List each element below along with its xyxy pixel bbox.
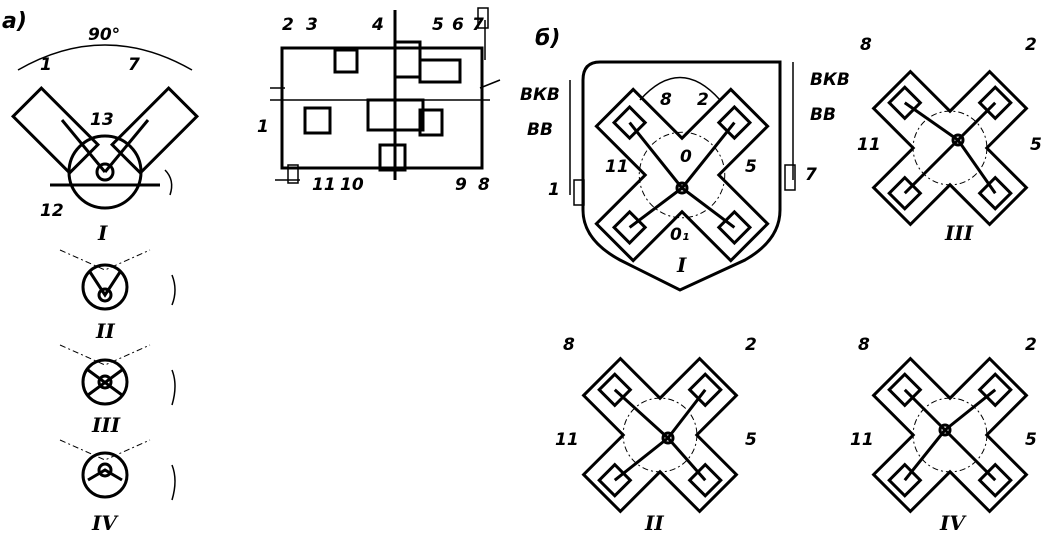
part-label: 10 xyxy=(340,175,364,195)
part-label: 11 xyxy=(850,430,874,450)
cross-piston-iii xyxy=(871,69,1029,227)
part-label: 6 xyxy=(452,15,464,35)
connecting-rod xyxy=(903,138,960,195)
part-label: 13 xyxy=(90,110,114,130)
crank-circle xyxy=(912,397,988,473)
position-label: II xyxy=(95,319,115,343)
position-iv: IV xyxy=(59,439,176,535)
piston xyxy=(887,85,923,121)
position-label: III xyxy=(91,413,121,437)
crank-circle xyxy=(912,110,988,186)
connecting-rod xyxy=(613,388,670,440)
part-label: 5 xyxy=(745,157,757,177)
cylinder-left xyxy=(10,85,101,176)
panel-b-label: б) xyxy=(535,26,560,51)
part-label: 11 xyxy=(857,135,881,155)
position-label: IV xyxy=(939,511,967,535)
crankcase-circle xyxy=(67,134,143,210)
part-label: 7 xyxy=(128,55,140,75)
part-label: 5 xyxy=(745,430,757,450)
position-ii: II xyxy=(59,249,176,343)
part-label: 5 xyxy=(432,15,444,35)
crank-circle xyxy=(622,397,698,473)
piston xyxy=(977,175,1013,211)
position-label: II xyxy=(644,511,664,535)
rod-right xyxy=(103,119,150,173)
position-label: I xyxy=(97,221,108,245)
part-label: 11 xyxy=(605,157,629,177)
panel-b-x-engine: б) ВКВ ВВ ВКВ ВВ 8 2 11 5 1 7 0 0₁ I 8 2… xyxy=(520,26,1042,535)
center-label: 0 xyxy=(680,147,692,167)
part-label: 7 xyxy=(805,165,817,185)
connecting-rod xyxy=(666,388,707,439)
panel-a-label: а) xyxy=(2,9,27,34)
crank-circle xyxy=(638,131,726,219)
valve-label: ВВ xyxy=(810,105,836,125)
part-label: 8 xyxy=(563,335,575,355)
angle-arc xyxy=(17,44,193,71)
angle-label: 90° xyxy=(88,25,120,45)
center-label: 0₁ xyxy=(670,225,689,245)
part-label: 1 xyxy=(40,55,52,75)
crank-pin xyxy=(675,181,689,195)
crank-pin xyxy=(661,431,675,445)
position-label: IV xyxy=(91,511,119,535)
piston xyxy=(716,209,753,246)
part-label: 9 xyxy=(455,175,467,195)
position-iii: III xyxy=(59,344,176,437)
part-label: 4 xyxy=(371,15,384,35)
valve-label: ВКВ xyxy=(520,85,560,105)
connecting-rod xyxy=(956,101,997,142)
cylinder-right xyxy=(109,85,200,176)
connecting-rod xyxy=(628,186,683,229)
connecting-rod xyxy=(943,428,997,482)
part-label: 1 xyxy=(257,117,269,137)
part-label: 2 xyxy=(282,15,294,35)
part-label: 8 xyxy=(478,175,490,195)
cross-body xyxy=(594,87,770,263)
connecting-rod xyxy=(666,437,707,482)
rod-left xyxy=(60,119,107,173)
part-label: 11 xyxy=(555,430,579,450)
connecting-rod xyxy=(903,101,959,142)
part-label: 12 xyxy=(40,201,64,221)
cross-piston-ii xyxy=(581,356,739,514)
part-label: 3 xyxy=(306,15,318,35)
part-label: 8 xyxy=(860,35,872,55)
connecting-rod xyxy=(680,121,736,189)
part-label: 2 xyxy=(697,90,709,110)
crank-pin xyxy=(951,133,965,147)
valve-label: ВВ xyxy=(527,120,553,140)
casing-frame xyxy=(581,60,782,292)
part-label: 1 xyxy=(548,180,560,200)
cross-piston-i xyxy=(594,87,770,263)
connecting-rod xyxy=(628,121,684,189)
opposed-piston-mechanism: 2 3 4 5 6 7 1 11 10 9 8 xyxy=(257,7,501,195)
connecting-rod xyxy=(903,429,947,482)
part-label: 2 xyxy=(1025,335,1037,355)
part-label: 8 xyxy=(858,335,870,355)
crank-pin xyxy=(938,423,952,437)
crank-center xyxy=(95,162,115,182)
part-label: 5 xyxy=(1025,430,1037,450)
part-label: 7 xyxy=(472,15,484,35)
position-label: I xyxy=(676,253,687,277)
position-label: III xyxy=(944,221,974,245)
part-label: 8 xyxy=(660,90,672,110)
part-label: 11 xyxy=(312,175,336,195)
part-label: 5 xyxy=(1030,135,1042,155)
connecting-rod xyxy=(903,388,947,432)
part-label: 2 xyxy=(745,335,757,355)
part-label: 2 xyxy=(1025,35,1037,55)
cross-piston-iv xyxy=(871,356,1029,514)
valve-label: ВКВ xyxy=(810,70,850,90)
connecting-rod xyxy=(944,388,997,432)
connecting-rod xyxy=(613,436,669,482)
panel-a-v-engine: а) 90° 1 7 13 12 I II III xyxy=(2,9,200,535)
rotation-arrow xyxy=(164,169,173,196)
connecting-rod xyxy=(681,186,736,229)
connecting-rod xyxy=(956,139,997,195)
piston xyxy=(611,209,648,246)
